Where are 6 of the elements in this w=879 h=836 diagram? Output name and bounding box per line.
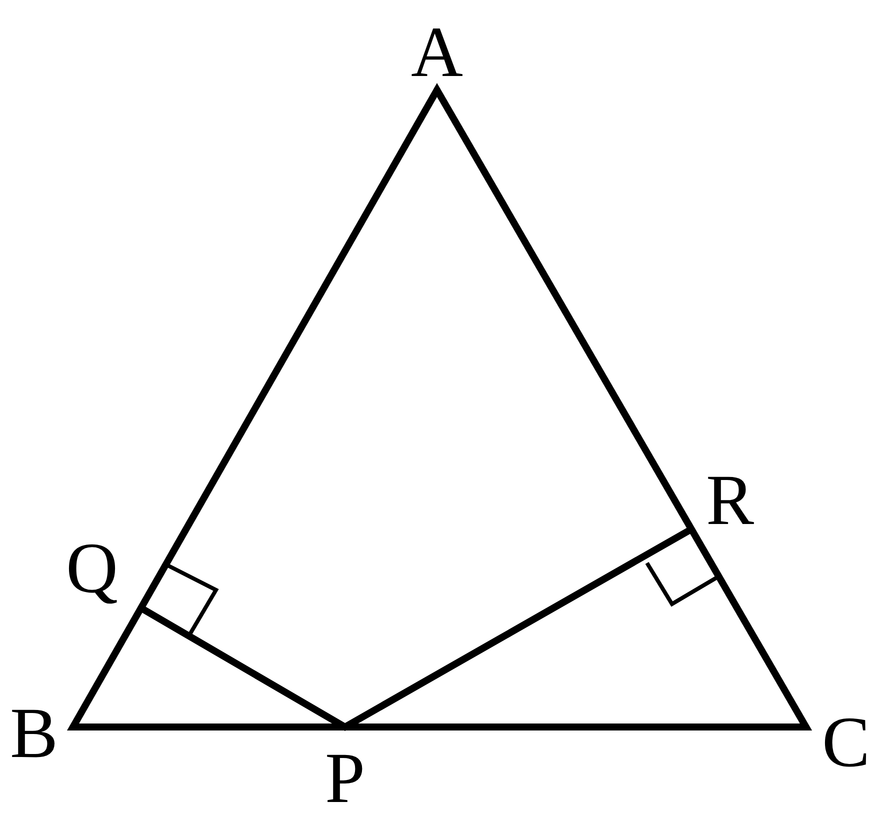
point-label: A: [411, 16, 463, 88]
point-label: P: [324, 742, 366, 814]
point-label: C: [822, 706, 870, 778]
point-label: B: [10, 697, 58, 769]
point-label: R: [706, 464, 754, 536]
point-label: Q: [66, 532, 118, 604]
